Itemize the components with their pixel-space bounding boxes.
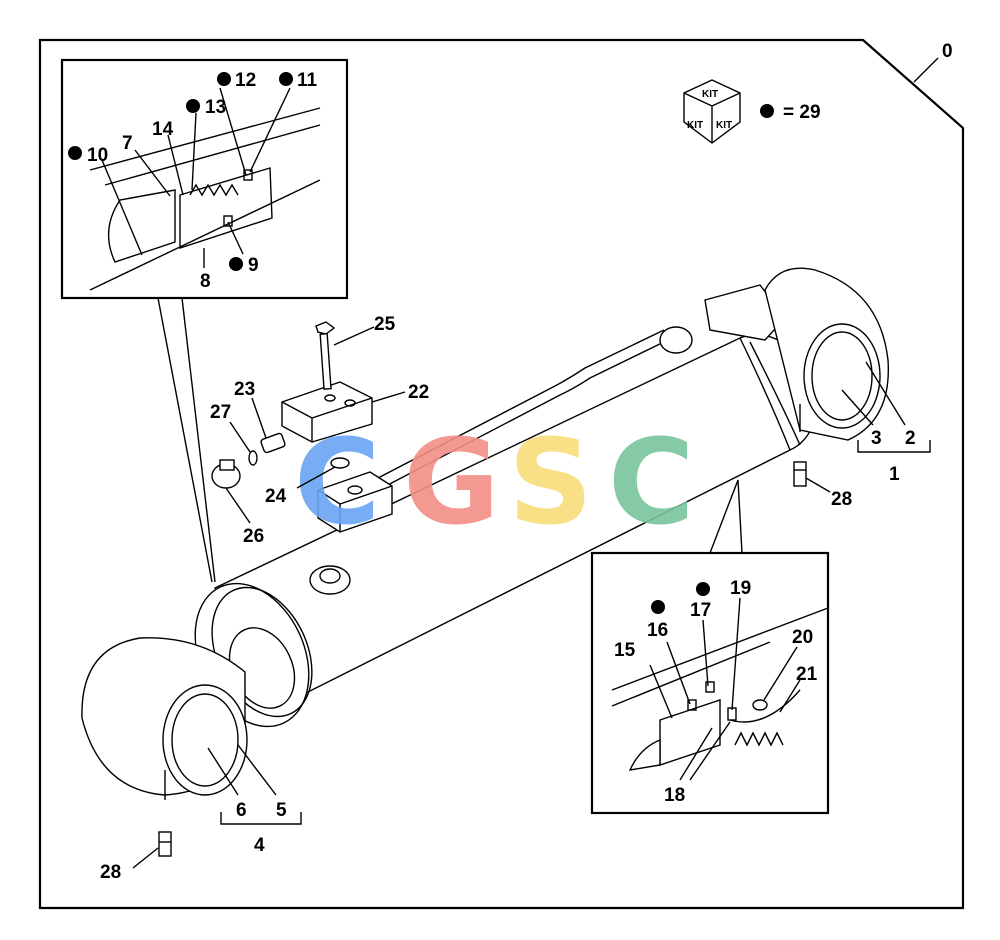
watermark-letter-4: C bbox=[608, 413, 695, 551]
callout-15: 15 bbox=[614, 640, 636, 661]
assembly-leader bbox=[913, 57, 939, 83]
callout-assembly-number: 0 bbox=[942, 41, 953, 62]
callout-23: 23 bbox=[234, 379, 255, 400]
kit-label-right: KIT bbox=[716, 120, 732, 131]
callout-7: 7 bbox=[122, 133, 133, 154]
grease-nipple-rear bbox=[793, 461, 807, 487]
piston-seal-detail bbox=[89, 107, 321, 291]
kit-legend-bullet bbox=[760, 104, 774, 118]
rod-eye bbox=[81, 637, 248, 800]
leader-lines bbox=[101, 87, 906, 869]
detail-box-piston-pointer-a bbox=[157, 297, 213, 583]
callout-17: 17 bbox=[690, 600, 711, 621]
callout-9: 9 bbox=[248, 255, 259, 276]
detail-box-piston bbox=[60, 58, 349, 300]
callout-26: 26 bbox=[243, 526, 264, 547]
kit-legend-text: = 29 bbox=[783, 102, 821, 123]
callout-6: 6 bbox=[236, 800, 247, 821]
bolt bbox=[315, 321, 336, 390]
fitting bbox=[211, 432, 350, 489]
callout-5: 5 bbox=[276, 800, 287, 821]
hydraulic-pipe bbox=[377, 326, 693, 489]
callout-2: 2 bbox=[905, 428, 916, 449]
kit-label-top: KIT bbox=[702, 89, 718, 100]
kit-label-left: KIT bbox=[687, 120, 703, 131]
callout-12: 12 bbox=[235, 70, 256, 91]
callout-8: 8 bbox=[200, 271, 211, 292]
callout-3: 3 bbox=[871, 428, 882, 449]
kit-bullets bbox=[68, 72, 710, 614]
callout-11: 11 bbox=[297, 70, 318, 91]
callout-22: 22 bbox=[408, 382, 429, 403]
callout-4: 4 bbox=[254, 835, 265, 856]
detail-box-gland-pointer-a bbox=[709, 479, 739, 554]
watermark: C G S C bbox=[294, 413, 695, 551]
group-bracket-1 bbox=[857, 440, 931, 453]
watermark-letter-3: S bbox=[508, 413, 593, 551]
callout-28-front: 28 bbox=[100, 862, 121, 883]
flange-block-lower bbox=[317, 471, 393, 533]
grease-nipple-front bbox=[158, 831, 172, 857]
callout-28-rear: 28 bbox=[831, 489, 852, 510]
callout-10: 10 bbox=[87, 145, 108, 166]
callout-19: 19 bbox=[730, 578, 751, 599]
diagram-frame bbox=[38, 38, 965, 910]
watermark-letter-2: G bbox=[403, 413, 500, 551]
gland-seal-detail bbox=[611, 607, 829, 771]
callout-16: 16 bbox=[647, 620, 668, 641]
callout-13: 13 bbox=[205, 97, 226, 118]
callout-27: 27 bbox=[210, 402, 231, 423]
callout-25: 25 bbox=[374, 314, 396, 335]
detail-box-gland-pointer-b bbox=[737, 479, 743, 554]
callout-24: 24 bbox=[265, 486, 287, 507]
callout-18: 18 bbox=[664, 785, 685, 806]
valve-block-upper bbox=[281, 381, 373, 443]
callout-labels: 1 2 3 4 5 6 7 8 9 10 11 12 13 14 15 16 1… bbox=[87, 70, 916, 883]
callout-21: 21 bbox=[796, 664, 818, 685]
callout-1: 1 bbox=[889, 464, 900, 485]
detail-box-piston-pointer-b bbox=[181, 297, 216, 583]
callout-14: 14 bbox=[152, 119, 174, 140]
callout-20: 20 bbox=[792, 627, 813, 648]
detail-box-gland bbox=[590, 551, 830, 815]
group-bracket-4 bbox=[220, 812, 302, 825]
cylinder-body bbox=[194, 284, 818, 728]
kit-icon: KIT KIT KIT bbox=[683, 79, 741, 144]
